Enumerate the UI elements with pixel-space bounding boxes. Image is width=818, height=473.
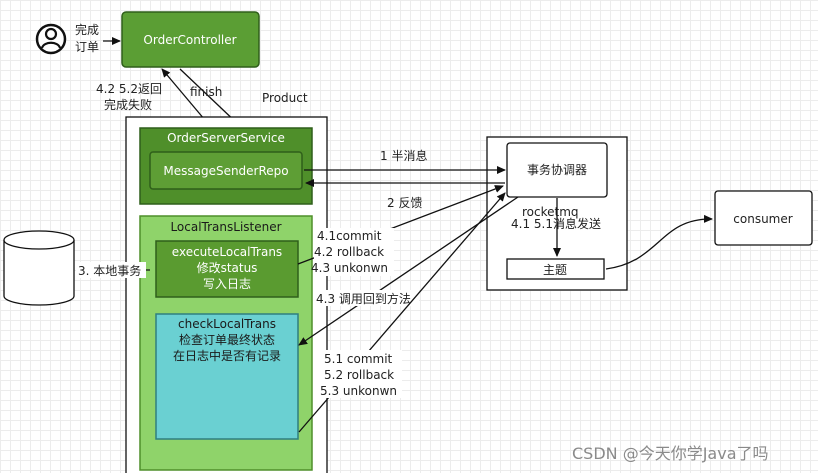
message-sender-repo-label: MessageSenderRepo <box>163 164 288 178</box>
order-server-service-label: OrderServerService <box>167 131 285 145</box>
execute-local-trans-label-2: 修改status <box>197 260 258 275</box>
local-trans-listener-label: LocalTransListener <box>170 220 281 234</box>
watermark: CSDN @今天你学Java了吗 <box>572 444 769 463</box>
local-transaction-label: 3. 本地事务 <box>78 263 141 278</box>
execute-local-trans-box <box>155 240 299 298</box>
commit-4-label-2: 4.2 rollback <box>314 245 384 259</box>
execute-local-trans-label-1: executeLocalTrans <box>172 245 282 259</box>
order-controller-label: OrderController <box>143 33 236 47</box>
rocketmq-label: rocketmq <box>522 205 579 219</box>
topic-label: 主题 <box>543 263 567 277</box>
callback-label: 4.3 调用回到方法 <box>316 291 411 306</box>
commit-4-label-bg <box>314 228 394 276</box>
check-local-trans-box <box>155 313 299 440</box>
callback-arrow <box>298 196 519 346</box>
product-label: Product <box>262 91 308 105</box>
coordinator-box <box>506 142 608 198</box>
consumer-label: consumer <box>733 212 792 226</box>
commit-5-label-3: 5.3 unkonwn <box>320 384 397 398</box>
database-icon <box>3 230 75 306</box>
commit-5-label-2: 5.2 rollback <box>324 368 394 382</box>
order-controller-box <box>121 11 260 68</box>
check-local-trans-label-3: 在日志中是否有记录 <box>173 348 281 363</box>
message-sender-repo-box <box>149 151 303 190</box>
commit-5-label-bg <box>320 350 402 398</box>
complete-order-label-1: 完成 <box>75 22 99 37</box>
feedback-label: 2 反馈 <box>387 196 422 210</box>
coordinator-label: 事务协调器 <box>527 162 587 177</box>
commit-4-label-3: 4.3 unkonwn <box>311 261 388 275</box>
return-fail-label-1: 4.2 5.2返回 <box>96 82 162 96</box>
return-fail-label-2: 完成失败 <box>104 97 152 112</box>
consumer-box <box>714 190 813 246</box>
complete-order-label-2: 订单 <box>75 40 99 54</box>
send-message-label: 4.1 5.1消息发送 <box>511 216 601 231</box>
callback-label-bg <box>313 290 419 306</box>
local-transaction-label-bg <box>76 262 146 278</box>
half-message-label: 1 半消息 <box>380 148 427 163</box>
check-local-trans-label-1: checkLocalTrans <box>178 317 276 331</box>
check-local-trans-label-2: 检查订单最终状态 <box>179 332 275 347</box>
topic-box <box>506 258 605 280</box>
commit-5-label-1: 5.1 commit <box>324 352 393 366</box>
commit-4-label-1: 4.1commit <box>317 229 382 243</box>
topic-to-consumer-arrow <box>605 214 713 270</box>
user-icon <box>35 23 67 55</box>
execute-local-trans-label-3: 写入日志 <box>203 277 251 291</box>
finish-label: finish <box>190 85 222 99</box>
